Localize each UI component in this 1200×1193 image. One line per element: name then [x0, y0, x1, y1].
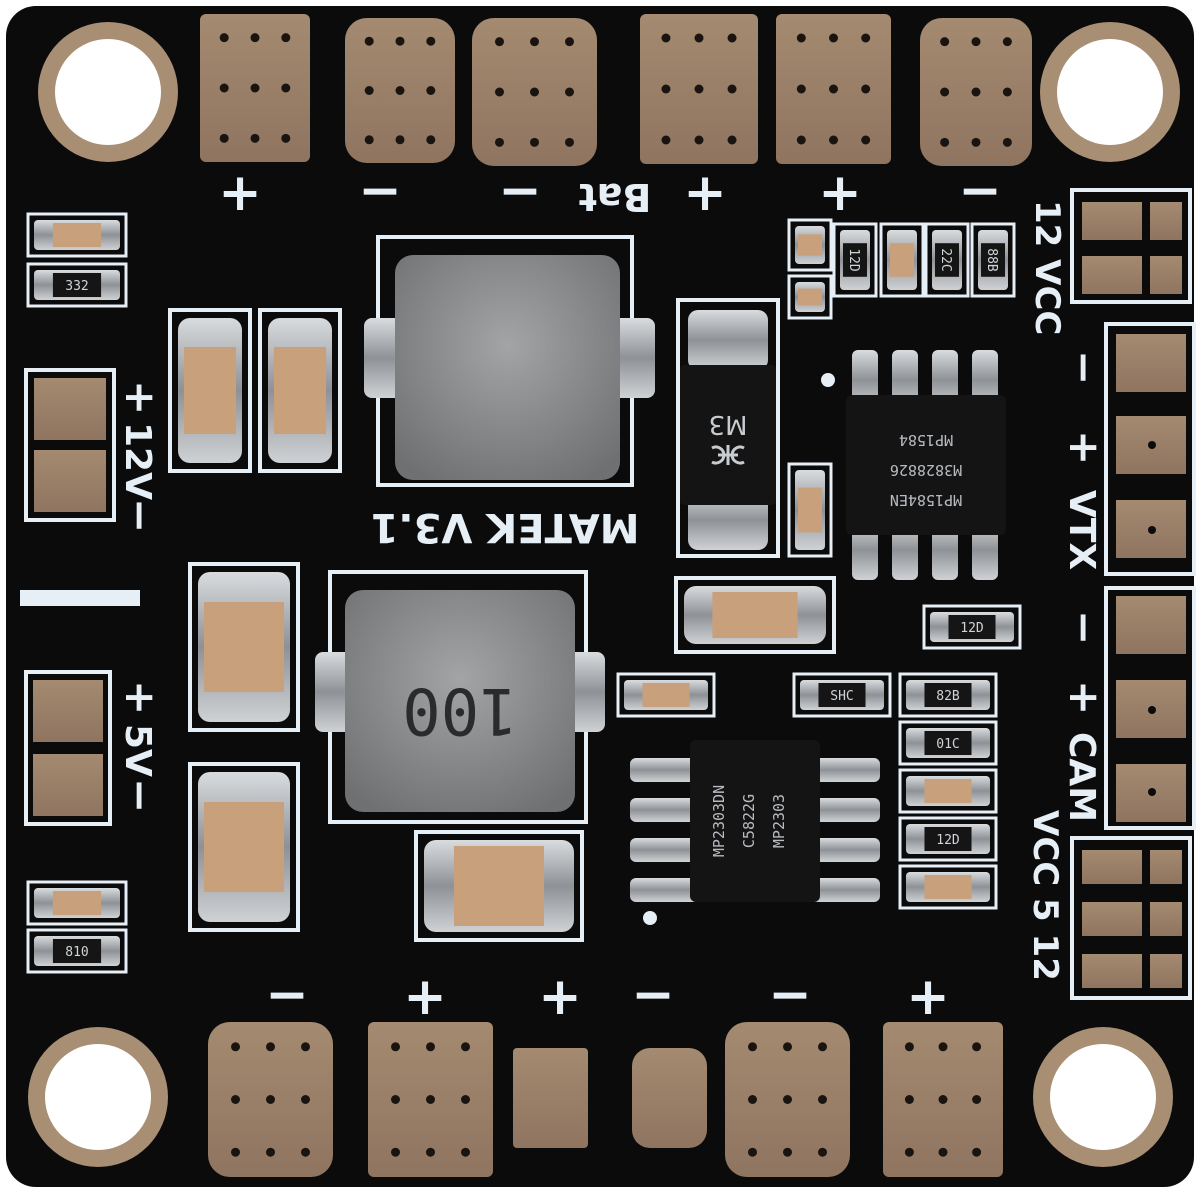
left-5v-plus: + — [116, 680, 165, 715]
vtx-minus-2: − — [1060, 610, 1109, 645]
top-sign-1: + — [218, 163, 262, 223]
pcb-board — [6, 6, 1194, 1187]
ic-bottom-line2: C5822G — [740, 794, 758, 848]
vtx-minus: − — [1060, 350, 1109, 385]
left-12v-minus: − — [116, 498, 165, 533]
vcc-5-12-label: VCC 5 12 — [1025, 810, 1065, 981]
bat-label: Bat — [579, 175, 652, 219]
vcc-12-label: 12 VCC — [1027, 200, 1067, 335]
smd-resistors: 332 810 12D 22C 88B 12D SHC 82B 01C 12D — [26, 212, 1022, 974]
cam-label: CAM — [1061, 732, 1102, 822]
bottom-sign-6: + — [906, 967, 950, 1027]
left-12v-plus: + — [116, 380, 165, 415]
left-5v-label: 5V — [117, 724, 158, 777]
top-sign-6: + — [818, 163, 862, 223]
resistor-code: 22C — [938, 248, 953, 271]
resistor-code: 82B — [936, 689, 960, 704]
ic-bottom: MP2303DN C5822G MP2303 — [630, 740, 880, 925]
bottom-sign-4: − — [631, 965, 675, 1025]
resistor-code: 01C — [936, 737, 959, 752]
resistor-code: SHC — [830, 689, 853, 704]
bottom-sign-2: + — [403, 967, 447, 1027]
mounting-holes — [28, 22, 1180, 1167]
resistor-code: 88B — [984, 248, 999, 272]
left-5v-minus: − — [116, 778, 165, 813]
resistor-code: 12D — [960, 621, 984, 636]
capacitors — [168, 308, 836, 942]
vtx-plus: + — [1060, 430, 1109, 465]
vtx-label: VTX — [1061, 490, 1102, 570]
left-output-pads — [20, 368, 140, 826]
resistor-code: 332 — [65, 279, 88, 294]
inductor-top: 100 — [364, 235, 655, 487]
ic-top: MP1584EN M3828826 MP1584 — [821, 350, 1006, 580]
ic-top-line1: MP1584EN — [890, 491, 962, 509]
bottom-sign-5: − — [768, 965, 812, 1025]
top-sign-5: + — [683, 163, 727, 223]
cam-plus: + — [1060, 680, 1109, 715]
bottom-sign-3: + — [538, 967, 582, 1027]
resistor-code: 12D — [846, 248, 861, 272]
bottom-sign-1: − — [265, 965, 309, 1025]
diode: M3 — [676, 298, 780, 558]
top-sign-7: − — [958, 161, 1002, 221]
top-sign-2: − — [358, 161, 402, 221]
inductor-bottom: 100 — [315, 570, 605, 824]
pad-vias — [219, 33, 1012, 1157]
ic-top-line3: MP1584 — [899, 431, 953, 449]
resistor-code: 12D — [936, 833, 960, 848]
ic-bottom-line1: MP2303DN — [710, 785, 728, 857]
resistor-code: 810 — [65, 945, 88, 960]
diode-marking: M3 — [709, 409, 748, 439]
right-connector-pads — [1070, 188, 1196, 1000]
inductor-bottom-code: 100 — [402, 673, 518, 747]
left-12v-label: 12V — [117, 422, 158, 500]
silkscreen: MATEK V3.1 + − − + + − Bat − + + − − + +… — [116, 161, 1109, 1027]
board-name: MATEK V3.1 — [370, 504, 639, 550]
top-sign-3: − — [498, 161, 542, 221]
ic-top-line2: M3828826 — [890, 461, 962, 479]
ic-bottom-line3: MP2303 — [770, 794, 788, 848]
